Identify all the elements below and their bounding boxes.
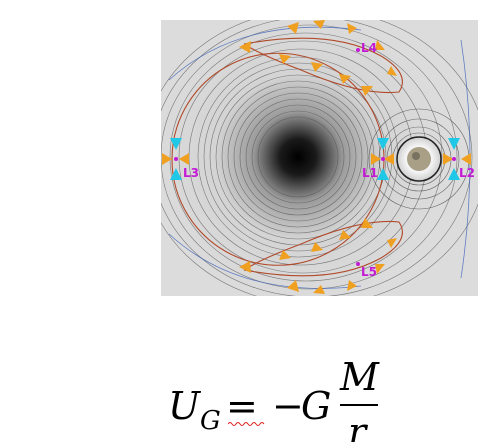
- equation-minus: −: [272, 384, 304, 428]
- spellcheck-underline: [228, 422, 265, 426]
- clipped-caption-fragment: [270, 0, 290, 4]
- fraction-bar: [340, 404, 378, 406]
- orange-arrows: [162, 20, 471, 294]
- label-l4: L4: [361, 41, 377, 55]
- label-l3: L3: [183, 166, 199, 180]
- label-l1: L1: [362, 166, 378, 180]
- orbit-curve: [171, 37, 403, 277]
- cyan-arrows: [170, 138, 460, 180]
- potential-contours: [161, 20, 478, 296]
- equation-lhs-subscript: G: [200, 406, 221, 436]
- equation-lhs: UG: [168, 384, 221, 436]
- moon: [396, 136, 442, 182]
- equation-constant: G: [301, 384, 332, 428]
- equation-equals: =: [226, 384, 258, 428]
- equation-fraction: M r: [340, 355, 380, 442]
- gravitational-potential-equation: UG = − G M r: [168, 355, 398, 442]
- label-l5: L5: [361, 265, 377, 279]
- equation-numerator: M: [340, 355, 379, 399]
- equation-denominator: r: [348, 410, 367, 442]
- lagrange-points-figure: L4 L3 L1 L2 L5: [161, 20, 478, 296]
- lagrange-point-markers: [174, 48, 456, 266]
- label-l2: L2: [459, 166, 475, 180]
